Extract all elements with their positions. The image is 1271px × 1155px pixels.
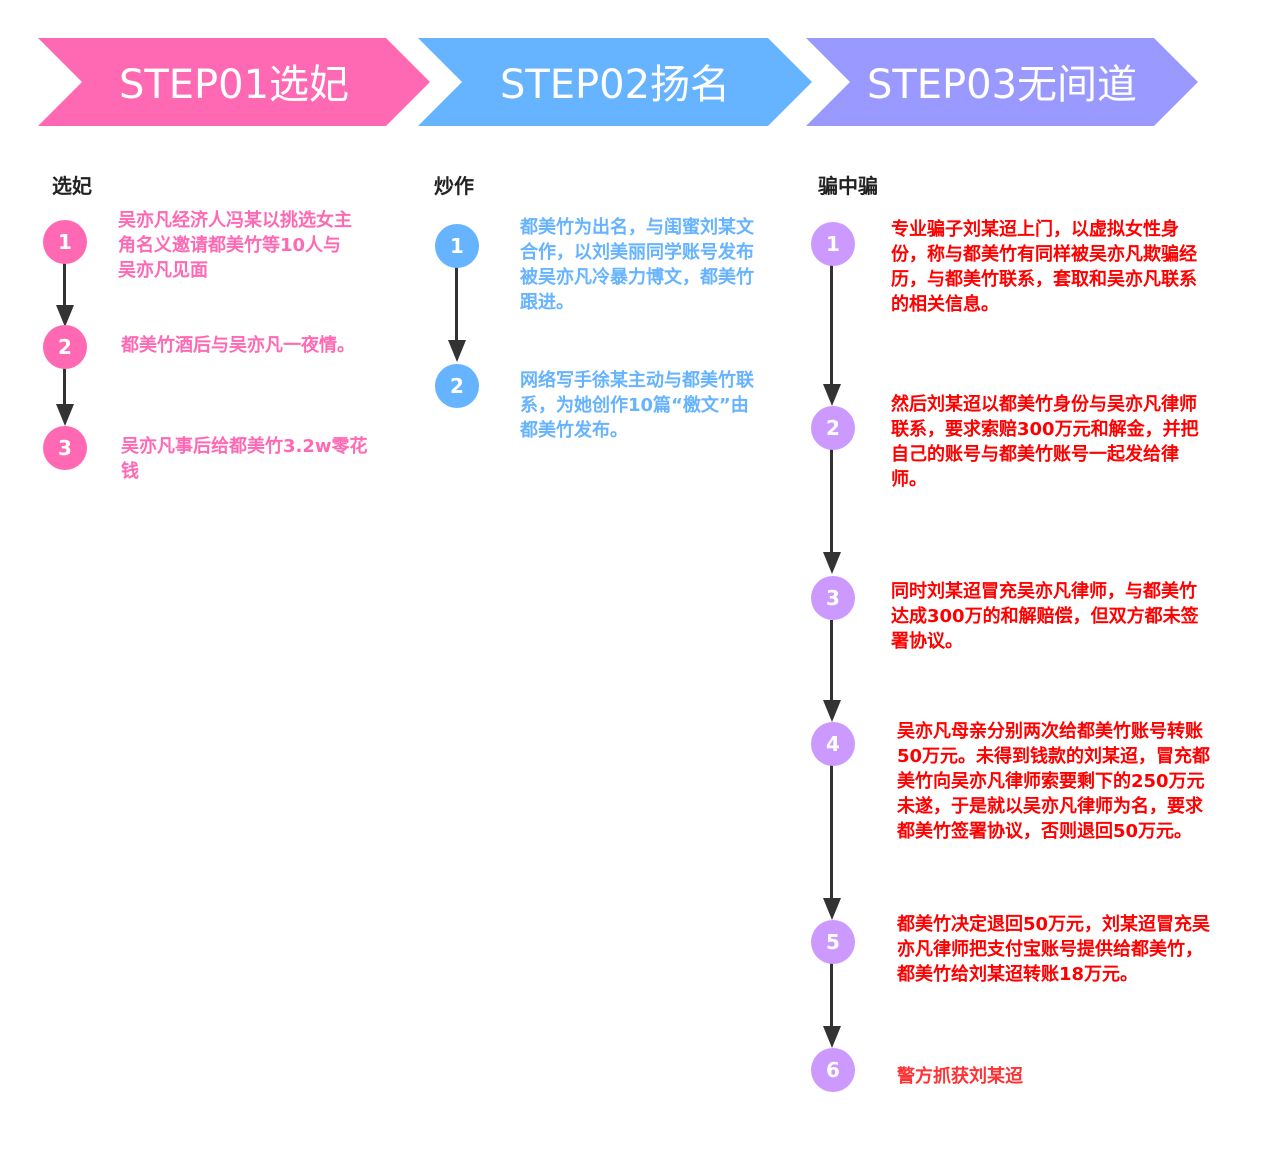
column2-step1-node: 1 [435,224,479,268]
step3-chevron [806,38,1198,126]
column3-step6-node: 6 [811,1048,855,1092]
column1-step3-text: 吴亦凡事后给都美竹3.2w零花钱 [121,436,368,482]
arrowhead-icon [56,305,74,327]
column2-title: 炒作 [434,174,474,198]
step1-banner-label: STEP01选妃 [118,62,350,108]
connector-5-6 [830,962,833,1028]
step1-chevron [38,38,430,126]
column3-step4-node: 4 [811,722,855,766]
column3-step1-text: 专业骗子刘某迢上门，以虚拟女性身份，称与都美竹有同样被吴亦凡欺骗经历，与都美竹联… [891,219,1197,315]
connector-3-4 [830,620,833,704]
arrowhead-icon [448,340,466,362]
connector-4-5 [830,764,833,902]
column1-step2-node: 2 [43,325,87,369]
step2-chevron [418,38,812,126]
column3-step2-text: 然后刘某迢以都美竹身份与吴亦凡律师联系，要求索赔300万元和解金，并把自己的账号… [891,394,1199,490]
column3-step5-text: 都美竹决定退回50万元，刘某迢冒充吴亦凡律师把支付宝账号提供给都美竹，都美竹给刘… [897,914,1211,985]
column3-step5-node: 5 [811,920,855,964]
step3-banner-label: STEP03无间道 [866,62,1138,108]
column1-step1-text: 吴亦凡经济人冯某以挑选女主角名义邀请都美竹等10人与吴亦凡见面 [118,210,352,281]
connector-1-2 [455,264,458,344]
column3-step4-text: 吴亦凡母亲分别两次给都美竹账号转账50万元。未得到钱款的刘某迢，冒充都美竹向吴亦… [897,721,1211,842]
column3-step6-text: 警方抓获刘某迢 [897,1066,1023,1087]
arrowhead-icon [56,404,74,426]
column3-step3-node: 3 [811,576,855,620]
step-banner-bar [38,38,1198,126]
arrowhead-icon [823,384,841,406]
column3-title: 骗中骗 [818,174,878,198]
column3-step3-text: 同时刘某迢冒充吴亦凡律师，与都美竹达成300万的和解赔偿，但双方都未签署协议。 [891,581,1199,652]
column1-step1-node: 1 [43,220,87,264]
connector-1-2 [63,262,66,308]
connector-2-3 [830,448,833,556]
column3-step1-node: 1 [811,222,855,266]
step2-banner-label: STEP02扬名 [499,62,731,108]
column2-step2-node: 2 [435,364,479,408]
column2-step1-text: 都美竹为出名，与闺蜜刘某文合作，以刘美丽同学账号发布被吴亦凡冷暴力博文，都美竹跟… [520,217,754,313]
column2-step2-text: 网络写手徐某主动与都美竹联系，为她创作10篇“檄文”由都美竹发布。 [520,370,754,441]
arrowhead-icon [823,700,841,722]
connector-2-3 [63,368,66,406]
column1-title: 选妃 [52,174,92,198]
arrowhead-icon [823,898,841,920]
column1-step3-node: 3 [43,426,87,470]
arrowhead-icon [823,1026,841,1048]
column1-step2-text: 都美竹酒后与吴亦凡一夜情。 [121,335,355,356]
column3-step2-node: 2 [811,406,855,450]
connector-1-2 [830,264,833,388]
arrowhead-icon [823,552,841,574]
